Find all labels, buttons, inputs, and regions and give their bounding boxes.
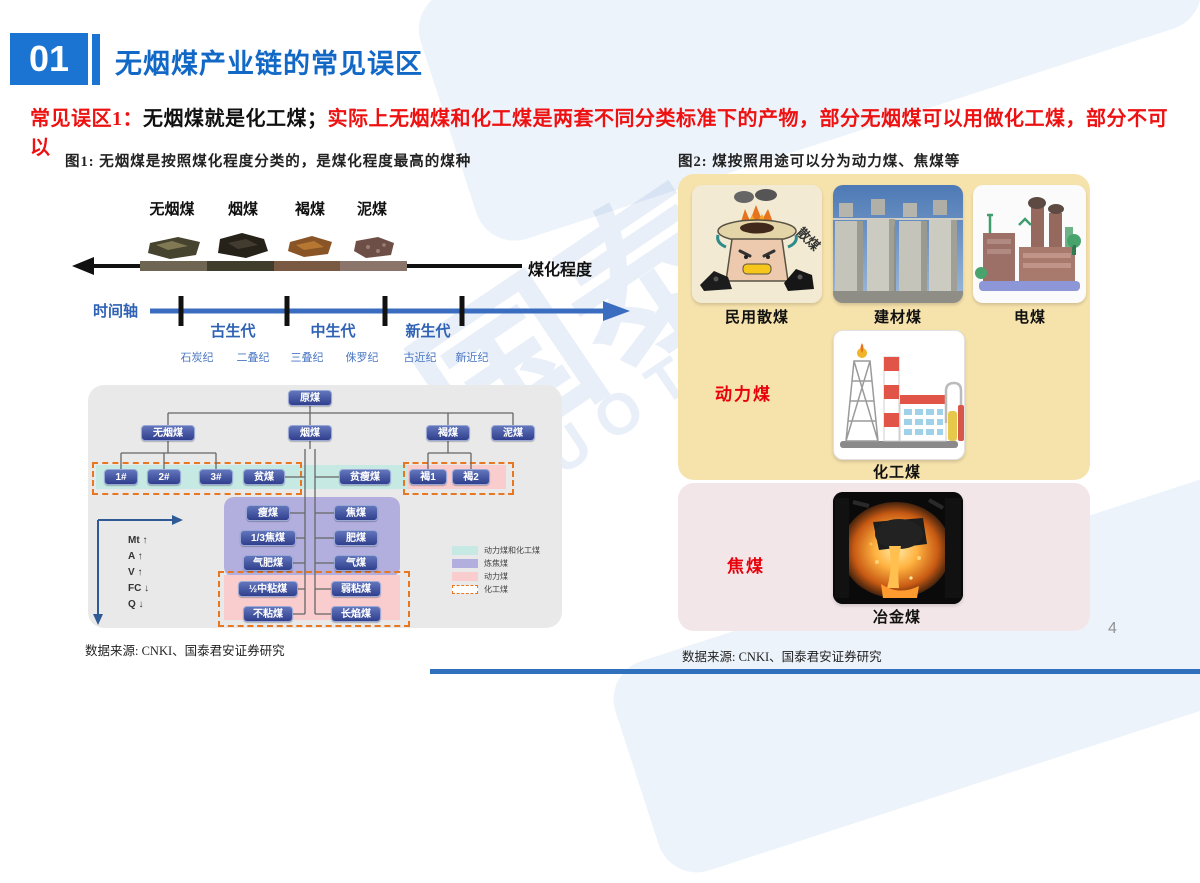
callout-prefix: 常见误区1： (30, 108, 143, 130)
era-label: 古生代 (210, 323, 256, 340)
tree-node: 气肥煤 (243, 555, 293, 571)
period-label: 古近纪 (403, 352, 437, 364)
tree-node: 1/3焦煤 (240, 530, 296, 546)
tree-node: 肥煤 (334, 530, 378, 546)
period-label: 二叠纪 (236, 352, 270, 364)
coal-maturity-diagram (72, 233, 522, 275)
tree-node: 焦煤 (334, 505, 378, 521)
power-plant-icon (975, 197, 1081, 291)
coal-type-label: 泥煤 (356, 202, 388, 218)
tree-node: 瘦煤 (246, 505, 290, 521)
page-title: 无烟煤产业链的常见误区 (115, 49, 423, 79)
cement-silos-icon (833, 185, 963, 303)
legend-swatch-teal (452, 546, 478, 555)
axis-param: Mt ↑ (128, 535, 148, 546)
period-label: 三叠纪 (290, 352, 324, 364)
era-label: 中生代 (310, 323, 356, 340)
power-coal-image (973, 185, 1086, 303)
legend-label: 动力煤 (484, 572, 508, 581)
stove-cartoon-icon: 散煤 (700, 189, 822, 291)
page-number: 4 (1108, 620, 1117, 637)
callout-rest: 实际上无烟煤和化工煤是两套不同分类标准下的产物，部分无烟煤可以用做化工煤，部分不… (30, 108, 1168, 159)
chemical-coal-label: 化工煤 (872, 465, 922, 481)
metallurgical-coal-image (833, 492, 963, 604)
legend-swatch-pink (452, 572, 478, 581)
timeline-arrow (150, 296, 630, 326)
legend-swatch-purple (452, 559, 478, 568)
period-label: 新近纪 (455, 352, 489, 364)
period-label: 石炭纪 (180, 352, 214, 364)
legend-item: 动力煤和化工煤 (452, 545, 540, 556)
tree-node: 长焰煤 (331, 606, 381, 622)
tree-node: 褐2 (452, 469, 490, 485)
coal-type-label: 褐煤 (294, 202, 326, 218)
metallurgical-coal-label: 冶金煤 (872, 610, 922, 626)
axis-param: V ↑ (128, 567, 143, 578)
callout-black: 无烟煤就是化工煤； (143, 108, 328, 130)
tree-node: 贫煤 (243, 469, 285, 485)
legend-item: 动力煤 (452, 571, 508, 582)
thermal-group-label: 动力煤 (715, 385, 772, 404)
legend-item: 化工煤 (452, 584, 508, 595)
peat-lump-icon (354, 237, 394, 258)
tree-node: 2# (147, 469, 181, 485)
legend-item: 炼焦煤 (452, 558, 508, 569)
legend-label: 动力煤和化工煤 (484, 546, 540, 555)
scatter-badge-text: 散煤 (794, 225, 822, 254)
legend-label: 化工煤 (484, 585, 508, 594)
fig2-caption: 图2: 煤按照用途可以分为动力煤、焦煤等 (678, 154, 961, 170)
period-label: 侏罗纪 (345, 352, 379, 364)
lignite-dashed-box (403, 462, 514, 495)
tree-node: 弱粘煤 (331, 581, 381, 597)
coal-classification-tree: 原煤 无烟煤 烟煤 褐煤 泥煤 1# 2# 3# 贫煤 贫瘦煤 褐1 褐2 瘦煤… (88, 385, 562, 628)
axis-param: FC ↓ (128, 583, 150, 594)
tree-node: 烟煤 (288, 425, 332, 441)
tree-node: 褐煤 (426, 425, 470, 441)
slide: { "header": { "section_number": "01", "t… (10, 0, 1200, 883)
coking-group-label: 焦煤 (727, 557, 765, 576)
misconception-callout: 常见误区1：无烟煤就是化工煤；实际上无烟煤和化工煤是两套不同分类标准下的产物，部… (30, 102, 1180, 160)
tree-node: 褐1 (409, 469, 447, 485)
power-coal-label: 电煤 (1013, 310, 1047, 326)
chemical-coal-image (833, 330, 965, 460)
coal-type-label: 无烟煤 (149, 202, 195, 218)
coal-type-label: 烟煤 (227, 202, 259, 218)
molten-metal-icon (833, 492, 963, 604)
tree-node: 3# (199, 469, 233, 485)
thermal-dashed-box (218, 571, 410, 627)
tree-node: 无烟煤 (141, 425, 195, 441)
building-coal-image (833, 185, 963, 303)
civil-coal-image: 散煤 (692, 185, 822, 303)
civil-coal-label: 民用散煤 (724, 310, 790, 326)
building-coal-label: 建材煤 (873, 310, 923, 326)
bottom-accent-bar (430, 669, 1200, 674)
legend-label: 炼焦煤 (484, 559, 508, 568)
tree-node: 贫瘦煤 (339, 469, 391, 485)
tree-node: 泥煤 (491, 425, 535, 441)
tree-node: 气煤 (334, 555, 378, 571)
tree-node-root: 原煤 (288, 390, 332, 406)
chemical-plant-icon (840, 343, 964, 448)
tree-node: 不粘煤 (243, 606, 293, 622)
title-divider-bar (92, 34, 100, 85)
axis-param: A ↑ (128, 551, 143, 562)
timeline-label: 时间轴 (93, 303, 139, 320)
maturity-axis-label: 煤化程度 (528, 262, 593, 279)
chemical-coal-dashed-box (92, 462, 302, 495)
section-number-box: 01 (10, 33, 88, 85)
legend-swatch-dashed (452, 585, 478, 594)
fig1-source: 数据来源: CNKI、国泰君安证券研究 (85, 644, 285, 658)
fig2-source: 数据来源: CNKI、国泰君安证券研究 (682, 650, 882, 664)
axis-param: Q ↓ (128, 599, 144, 610)
maturity-arrowhead (72, 257, 94, 275)
tree-node: 1# (104, 469, 138, 485)
tree-node: ½中粘煤 (238, 581, 298, 597)
quality-axis-arrow (93, 515, 183, 625)
era-label: 新生代 (405, 323, 451, 340)
fig1-caption: 图1: 无烟煤是按照煤化程度分类的，是煤化程度最高的煤种 (65, 154, 472, 170)
